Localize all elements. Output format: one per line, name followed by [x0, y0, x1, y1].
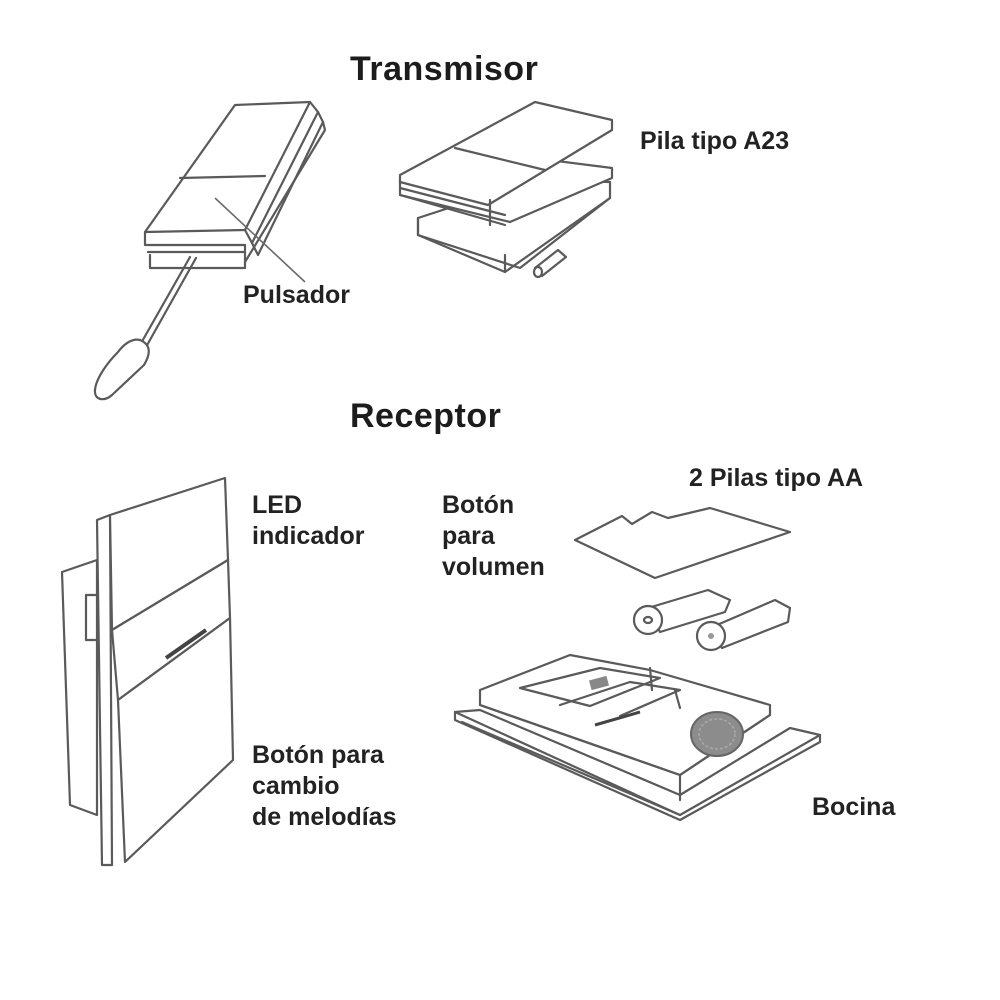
transmitter-title: Transmisor — [350, 50, 539, 88]
label-volume-button: Botón para volumen — [442, 491, 545, 581]
battery-cover-illustration — [573, 506, 792, 580]
label-speaker: Bocina — [812, 793, 896, 821]
transmitter-unit-illustration — [143, 100, 327, 283]
label-push-button: Pulsador — [243, 281, 350, 309]
receiver-title: Receptor — [350, 397, 502, 435]
receiver-unit-illustration — [60, 476, 235, 867]
label-batteries-aa: 2 Pilas tipo AA — [689, 464, 864, 492]
label-led-indicator: LED indicador — [252, 491, 365, 550]
label-melody-button: Botón para cambio de melodías — [252, 741, 397, 831]
aa-batteries-illustration — [632, 588, 792, 652]
label-battery-a23: Pila tipo A23 — [640, 127, 790, 155]
screwdriver-illustration — [93, 255, 198, 401]
transmitter-exploded-illustration — [398, 100, 614, 279]
receiver-base-illustration — [453, 653, 822, 822]
